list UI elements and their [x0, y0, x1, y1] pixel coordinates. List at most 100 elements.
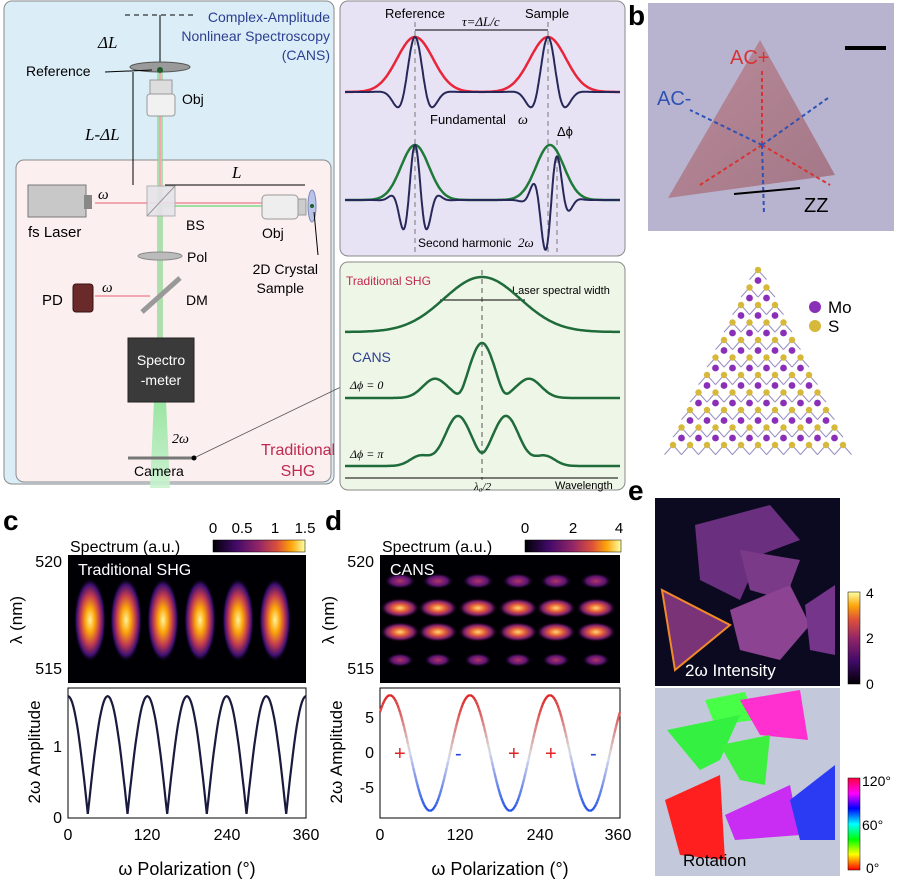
d-amplitude-segment [425, 807, 429, 811]
s-atom [814, 424, 821, 431]
d-amplitude-segment [536, 716, 540, 722]
s-atom [763, 424, 770, 431]
c-heatmap-blob [222, 578, 254, 662]
d-amplitude-segment [542, 698, 547, 703]
d-amplitude-segment [471, 695, 475, 699]
intensity-flake-3 [660, 588, 732, 672]
c-xtick-120: 120 [134, 827, 161, 844]
c-heatmap-blobs [74, 578, 291, 662]
d-amplitude-line [378, 694, 622, 812]
mo-atom [754, 277, 762, 284]
panel-b: b AC+ AC- ZZ Mo S [628, 0, 894, 455]
d-amplitude-segment [524, 767, 528, 774]
d-amplitude-segment [450, 737, 455, 745]
d-amplitude-segment [592, 806, 596, 810]
mo-atom [763, 329, 770, 337]
mo-atom [797, 399, 804, 407]
mo-atom [695, 434, 702, 442]
rotation-tick-120: 120° [862, 773, 891, 789]
d-amplitude-segment [591, 807, 595, 811]
d-amplitude-segment [427, 809, 430, 812]
s-atom [737, 336, 745, 344]
d-amplitude-segment [418, 793, 423, 799]
s-atom [754, 301, 762, 309]
c-ytick-1: 1 [53, 739, 62, 756]
d-amplitude-segment [532, 732, 536, 739]
d-amplitude-segment [442, 773, 447, 780]
d-amplitude-segment [606, 755, 611, 763]
photodiode-icon [72, 283, 94, 313]
d-amplitude-segment [457, 711, 462, 717]
c-heatmap-blob [74, 578, 106, 662]
s-atom [780, 354, 787, 361]
rotation-flake-green-2 [720, 735, 770, 785]
mo-atom [780, 434, 787, 442]
c-xtick-360: 360 [293, 827, 320, 844]
d-amplitude-segment [580, 797, 584, 802]
mo-atom [822, 417, 830, 424]
dphi-pi-label: Δϕ = π [349, 447, 384, 461]
d-amplitude-segment [510, 809, 513, 812]
c-cbar-tick-1: 0.5 [232, 520, 253, 537]
objective-right-cap [297, 198, 307, 216]
s-atom [788, 406, 796, 414]
d-amplitude-segment [501, 801, 506, 805]
two-omega-label: 2ω [172, 432, 189, 447]
rotation-flake-magenta [740, 690, 808, 740]
s-atom [712, 389, 719, 396]
d-heatmap-blob-upper [576, 598, 616, 618]
d-heatmap-blobs [380, 573, 616, 667]
fs-laser-label: fs Laser [28, 224, 81, 241]
mo-atom [729, 364, 736, 372]
polarizer-icon [137, 251, 183, 261]
d-sign-4: + [545, 743, 557, 765]
d-amplitude-segment [553, 698, 558, 703]
d-amplitude-segment [505, 807, 509, 811]
mo-atom [788, 382, 796, 389]
d-ytick-0: 0 [365, 745, 374, 762]
d-heatmap-blob-lower [458, 622, 498, 642]
d-amplitude-segment [473, 698, 478, 703]
d-amplitude-segment [560, 716, 564, 722]
d-amplitude-segment [470, 694, 473, 697]
d-amplitude-segment [382, 698, 387, 703]
d-amplitude-segment [565, 737, 570, 745]
mo-atom [771, 382, 779, 389]
d-amplitude-segment [472, 696, 476, 700]
d-amplitude-segment [551, 695, 555, 699]
s-atom [746, 389, 753, 396]
s-atom [797, 354, 804, 361]
d-amplitude-segment [409, 755, 414, 763]
spectrometer-label-2: -meter [141, 372, 182, 388]
s-atom [720, 336, 728, 344]
d-amplitude-segment [602, 773, 607, 780]
c-heatmap-label: Traditional SHG [78, 562, 191, 579]
d-amplitude-segment [413, 773, 418, 780]
intensity-label: 2ω Intensity [685, 661, 776, 680]
d-cbar-tick-4: 4 [615, 520, 623, 537]
s-atom [780, 389, 787, 396]
rotation-tick-60: 60° [862, 817, 883, 833]
d-sign-1: - [455, 743, 462, 765]
panel-e-letter: e [628, 475, 644, 506]
d-amplitude-segment [500, 797, 504, 802]
traditional-spectrum-curve [345, 275, 620, 334]
mo-atom [729, 329, 736, 337]
mo-atom [686, 417, 694, 424]
d-amplitude-segment [547, 694, 550, 697]
d-amplitude-segment [408, 749, 412, 757]
second-harmonic-label: Second harmonic [418, 236, 511, 250]
d-amplitude-segment [518, 789, 523, 795]
d-amplitude-segment [432, 806, 436, 810]
s-atom [822, 406, 830, 414]
second-harmonic-wave [345, 143, 620, 251]
fs-laser-nozzle [84, 195, 92, 209]
mo-atom [703, 417, 711, 424]
d-amplitude-segment [405, 737, 410, 745]
d-amplitude-segment [465, 695, 469, 699]
d-amplitude-segment [462, 698, 467, 703]
d-amplitude-segment [564, 732, 568, 739]
d-amplitude-segment [448, 749, 452, 757]
fundamental-wave [345, 35, 620, 109]
mo-atom [754, 312, 762, 319]
